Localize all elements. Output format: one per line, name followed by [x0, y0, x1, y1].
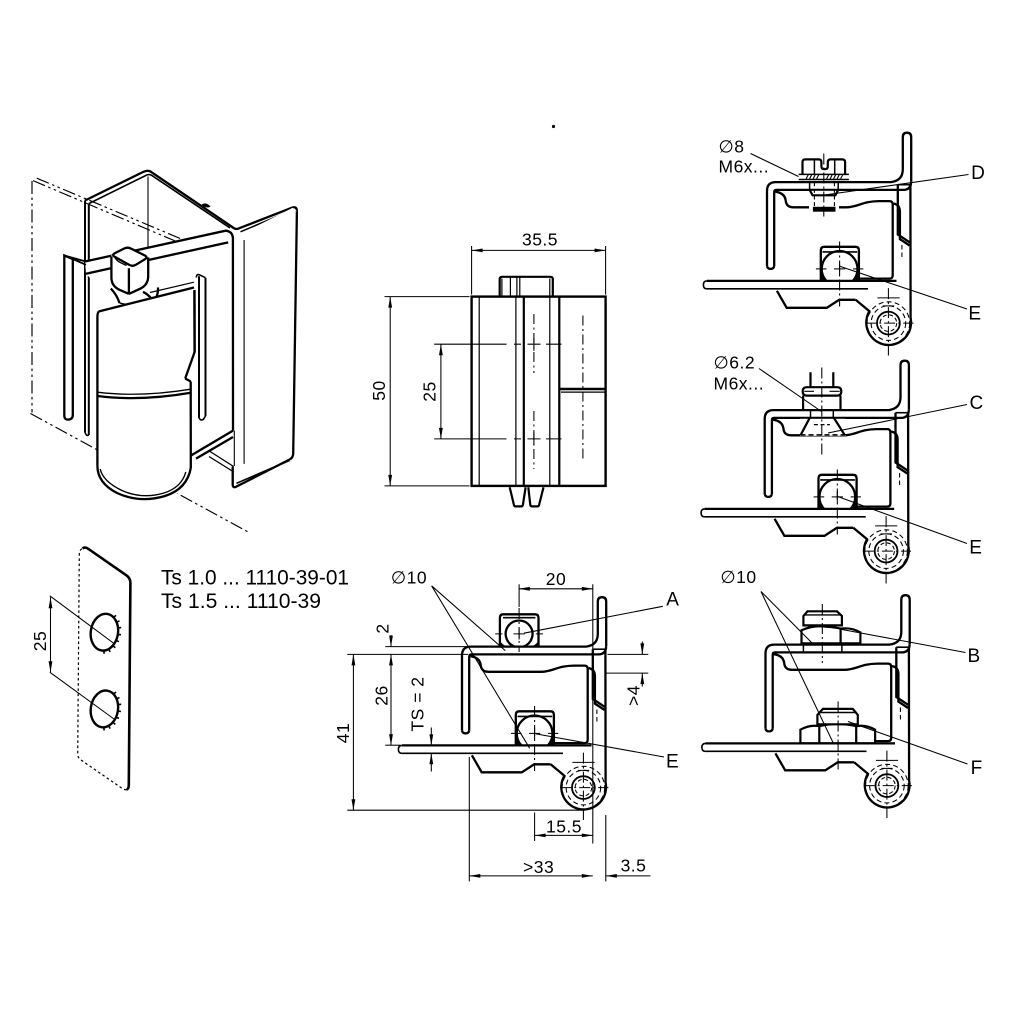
viewc-screw-callout: M6x...	[714, 374, 765, 394]
hinge-body-outline	[470, 295, 607, 488]
variant-row-2: Ts 1.5 ... 1110-39	[161, 590, 321, 613]
section-dim-ts: TS = 2	[408, 676, 428, 731]
phantom-panel-lines-top	[32, 177, 218, 259]
front-dim-width: 35.5	[522, 230, 558, 250]
section-copy-view-c	[699, 359, 913, 585]
cross-section-geometry	[699, 359, 913, 585]
section-label-e: E	[666, 751, 679, 772]
part-number-table: Ts 1.0 ... 1110-39-01 Ts 1.5 ... 1110-39	[161, 567, 349, 614]
section-dim-155: 15.5	[546, 817, 582, 837]
pivot-pin-geometry	[509, 704, 560, 773]
section-dim-26: 26	[371, 685, 391, 705]
section-dim-20: 20	[546, 569, 566, 589]
front-dim-pitch: 25	[420, 381, 440, 401]
section-dim-41: 41	[333, 723, 353, 743]
detail-view-b: ∅10 B F	[700, 567, 983, 820]
section-label-a: A	[666, 590, 679, 611]
viewc-label-e: E	[969, 538, 982, 559]
viewd-screw-callout: M6x...	[719, 157, 770, 177]
variant-row-1: Ts 1.0 ... 1110-39-01	[161, 567, 349, 590]
viewd-label-d: D	[971, 163, 985, 184]
section-dim-2: 2	[373, 623, 393, 633]
viewc-hole-callout: ∅6.2	[714, 353, 756, 373]
detail-view-d: ∅8 M6x... D E	[702, 131, 985, 357]
viewb-label-f: F	[971, 758, 983, 779]
stray-dot	[551, 124, 556, 129]
viewc-label-c: C	[970, 393, 984, 414]
viewd-hole-callout: ∅8	[719, 137, 745, 157]
pivot-pin-geometry	[814, 240, 865, 308]
front-dim-height: 50	[369, 380, 389, 400]
viewb-hole-callout: ∅10	[720, 567, 756, 587]
section-hole-callout: ∅10	[391, 568, 427, 588]
cross-section-geometry	[397, 596, 610, 822]
isometric-view-gasket: 25	[30, 546, 132, 791]
detail-view-c: ∅6.2 M6x... C E	[699, 353, 984, 585]
viewb-label-b: B	[968, 646, 981, 667]
section-dim-gt4: >4	[624, 685, 644, 706]
gasket-dim-25: 25	[30, 631, 50, 651]
section-dim-35: 3.5	[621, 856, 647, 876]
section-dim-gt33: >33	[523, 857, 554, 877]
front-view: 35.5 50 25	[369, 230, 607, 508]
isometric-view-hinge	[30, 169, 299, 534]
section-view-main: ∅10 20 2 26 TS = 2 41 >4 15.5 >33 3.5 A …	[333, 568, 679, 882]
viewd-label-e: E	[968, 303, 981, 324]
